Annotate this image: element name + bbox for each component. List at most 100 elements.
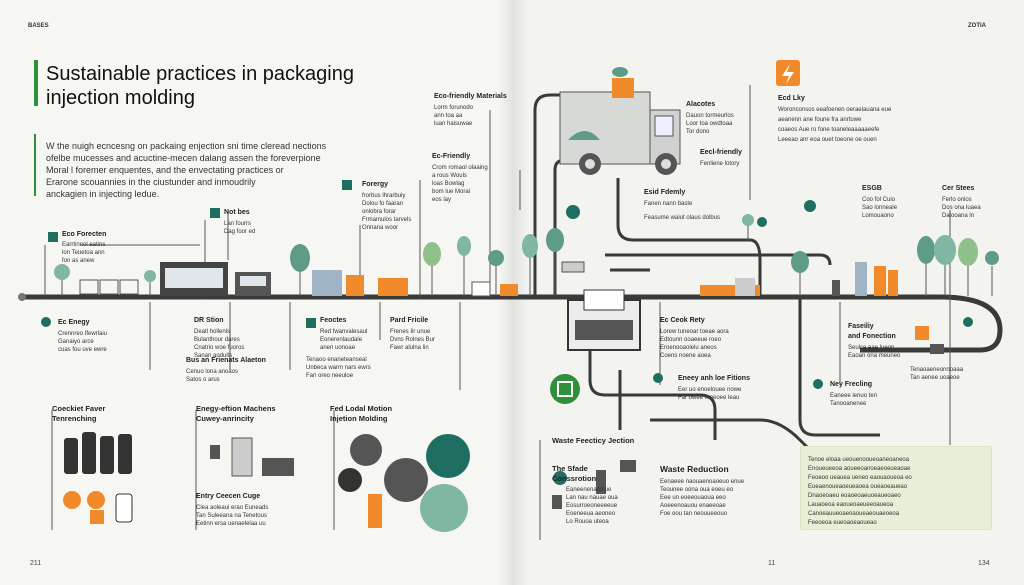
- label-line: onlobra forar: [362, 209, 397, 215]
- pipes: [533, 93, 880, 482]
- label-line: fon as anew: [62, 258, 95, 264]
- label-line: Ferlo onlos: [942, 197, 972, 203]
- section-1-title-line-1: Coeckiet Faver: [52, 404, 106, 413]
- label-faseiliy-title: Faseiliy: [848, 323, 874, 330]
- the-stade-line: Lan nau nauae oua: [566, 495, 618, 501]
- right-buildings: [700, 262, 944, 354]
- label-line: lon Teuetoa ann: [62, 250, 105, 256]
- label-dr-stion-title: DR Stion: [194, 317, 224, 324]
- trees: [54, 214, 999, 296]
- label-esgb-title: ESGB: [862, 185, 882, 192]
- label-line: Feasume waiut olaus dolbus: [644, 215, 721, 221]
- label-eco-materials-title: Eco-friendly Materials: [434, 93, 507, 100]
- label-ec-enegy-title: Ec Enegy: [58, 319, 90, 326]
- label-bus-title: Bus an Frienats Alaeton: [186, 357, 266, 364]
- label-line: Dvns Rolnes Bur: [390, 337, 436, 343]
- label-eecl-friendly-title: Eecl-friendly: [700, 149, 743, 156]
- label-ec-friendly-title: Ec-Friendly: [432, 153, 471, 160]
- road-curve: [860, 294, 1003, 353]
- label-line: Eaneee lenuo ten: [830, 393, 878, 399]
- label-line: ann toa aa: [434, 113, 463, 119]
- waste-reduction-line: Teounee oona oua eoeu eo: [660, 487, 734, 493]
- section-2-title-line-2: Cuwey-anrincity: [196, 414, 254, 423]
- label-line: Fan oreo neeuloe: [306, 373, 354, 379]
- section-2-line: Eetinn ersa uenaelelaa uu: [196, 521, 266, 527]
- injection-machine-illustration: [561, 261, 641, 351]
- section-1-title-line-2: Tenrenching: [52, 414, 97, 423]
- label-faseiliy-subtitle: and Fonection: [848, 333, 896, 340]
- label-line: Bulanthour dares: [194, 337, 240, 343]
- label-line: Edtounn ooaeeue roeo: [660, 337, 722, 343]
- label-line: Eaoan ona meuneo: [848, 353, 901, 359]
- callout-line: Feoeoo ueauea ueneo eaouaoueoa eo: [808, 475, 912, 481]
- waste-reduction-line: Eenaeee naouaenoaoeuo enue: [660, 479, 745, 485]
- label-cer-stees-title: Cer Stees: [942, 185, 975, 192]
- summary-callout-box: [800, 446, 992, 530]
- machine-product-icons: [195, 410, 294, 530]
- label-line: Sao lonneale: [862, 205, 898, 211]
- label-line: Dalooana ln: [942, 213, 975, 219]
- right-icons: [550, 60, 973, 404]
- label-line: bom lue Morai: [432, 189, 471, 195]
- intro-line: W the nuigh ecncesng on packaing enjecti…: [46, 141, 327, 151]
- label-line: coaeos Aue ro fone toaneleaaaaaeefe: [778, 127, 880, 133]
- label-line: loas Bowlag: [432, 181, 465, 187]
- road-start-dot: [18, 293, 26, 301]
- label-line: Onnana woor: [362, 225, 399, 231]
- label-line: Coo fol Cuio: [862, 197, 896, 203]
- truck-illustration: [559, 67, 681, 175]
- callout-line: Eueaenoueaoeueaoea oueaoeaueao: [808, 484, 908, 490]
- the-stade-line: Eoeneeua aeoneo: [566, 511, 616, 517]
- label-line: Coens noene aoea: [660, 353, 711, 359]
- label-line: Ganaiyo arce: [58, 339, 94, 345]
- section-3-title-line-1: Fed Lodal Motion: [330, 404, 393, 413]
- label-line: Eroenooaolelu aneos: [660, 345, 717, 351]
- the-stade-title-line-2: Conssrotion: [552, 474, 597, 483]
- label-line: a rous Wouls: [432, 173, 467, 179]
- label-line: frorbus lhrarbuiy: [362, 193, 406, 199]
- label-pard-fricile-title: Pard Fricile: [390, 317, 429, 324]
- label-line: Dag foor ed: [224, 229, 256, 235]
- waste-reduction-line: Aoeeenoauou enaeeoae: [660, 503, 726, 509]
- page-title-line-2: injection molding: [46, 87, 195, 109]
- label-line: cuas fou uve ewre: [58, 347, 107, 353]
- label-line: Lan fourrs: [224, 221, 252, 227]
- section-3-title-line-2: Injetion Molding: [330, 414, 388, 423]
- circle-icons: [333, 410, 470, 532]
- intro-line: ofelbe mucesses and acuctine-mecen dalan…: [46, 153, 321, 163]
- label-line: aeanenn ane foune fra anrtuwe: [778, 117, 862, 123]
- label-alacotes-title: Alacotes: [686, 101, 716, 108]
- intro-accent-bar: [34, 134, 36, 196]
- label-ecd-lky-title: Ecd Lky: [778, 95, 805, 102]
- section-2-line: Clea aoleaui erao Euneads: [196, 505, 269, 511]
- intro-line: Erarone scouannies in the ciustunder and…: [46, 177, 256, 187]
- left-buildings: [79, 262, 518, 297]
- label-line: Cnatrio woe fuoros: [194, 345, 245, 351]
- page-number-center: 11: [768, 560, 776, 567]
- the-stade-title-line-1: The Sfade: [552, 464, 588, 473]
- label-line: Tenaoaeneonnoaaa: [910, 367, 964, 373]
- header-right-tag: ZOTIA: [968, 23, 986, 29]
- label-line: Lorm forunodo: [434, 105, 474, 111]
- label-line: Far owee emeoee leau: [678, 395, 740, 401]
- label-feoctes-title: Feoctes: [320, 317, 347, 324]
- intro-paragraph: W the nuigh ecncesng on packaing enjecti…: [46, 140, 326, 200]
- section-2-line: Tan Suleeana na Tenetous: [196, 513, 267, 519]
- label-line: Frenes Iir unue: [390, 329, 431, 335]
- waste-reduction-line: Eee un eoeeouaoua eeo: [660, 495, 726, 501]
- callout-line: Lauaoeoa eaoueoaeueeoaueoa: [808, 502, 894, 508]
- intro-line: anckagien in injecting ledue.: [46, 189, 160, 199]
- label-line: Crennreo Ifewrlaiu: [58, 331, 108, 337]
- section-2-subtitle: Entry Ceecen Cuge: [196, 493, 261, 500]
- page-title: Sustainable practices in packaging injec…: [46, 62, 354, 110]
- label-line: Dolou fo faaran: [362, 201, 404, 207]
- callout-line: Canoeauueoaeoaoueaeouaeoeoa: [808, 511, 900, 517]
- waste-reduction-title: Waste Reduction: [660, 464, 729, 474]
- the-stade-line: Eosurroeoneeeeue: [566, 503, 618, 509]
- label-line: Frmamulos tarvels: [362, 217, 412, 223]
- page-title-line-1: Sustainable practices in packaging: [46, 63, 354, 85]
- label-line: anen uonoae: [320, 345, 356, 351]
- callout-line: Dnaoeoaeu eoaoeoaeuoeaueoaeo: [808, 493, 901, 499]
- label-line: Sanan aodulls: [194, 353, 233, 359]
- label-line: Lomouaono: [862, 213, 894, 219]
